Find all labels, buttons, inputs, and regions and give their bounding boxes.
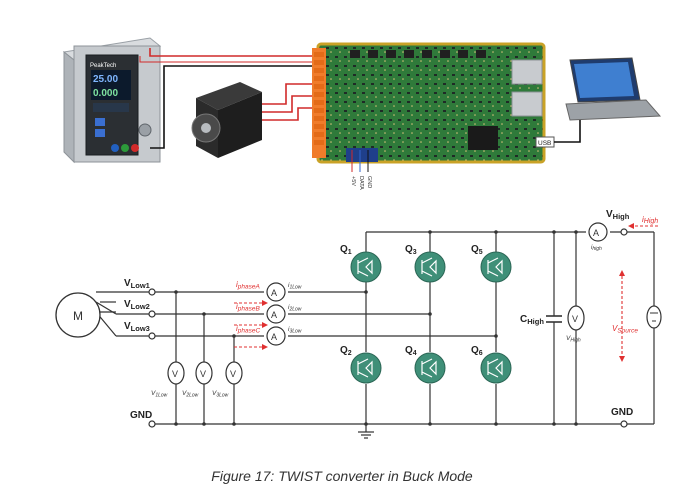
transistor-q4-icon	[414, 352, 446, 384]
ammeter-a-symbol: A	[271, 288, 277, 298]
voltmeter-v2-symbol: V	[200, 369, 206, 379]
motor-photo	[191, 82, 262, 158]
label-v3-low: V3Low	[212, 390, 229, 399]
ammeter-phase-b-icon	[266, 304, 286, 324]
motor-icon	[55, 292, 101, 338]
label-i2-low: i2Low	[288, 304, 302, 313]
psu-button-icon	[95, 129, 105, 137]
figure-caption: Figure 17: TWIST converter in Buck Mode	[211, 468, 473, 484]
psu-current-readout: 0.000	[93, 88, 118, 99]
schematic-wires	[95, 231, 655, 432]
current-arrows	[234, 225, 658, 356]
transistor-q6-icon	[480, 352, 512, 384]
label-q4: Q4	[405, 345, 417, 357]
label-v-high: VHigh	[606, 209, 630, 221]
voltmeter-v1-icon	[167, 361, 185, 385]
label-c-high: CHigh	[520, 314, 544, 326]
label-vlow2: VLow2	[124, 299, 150, 311]
power-supply: PeakTech 25.00 0.000	[62, 37, 162, 164]
label-vlow1: VLow1	[124, 278, 150, 290]
voltmeter-v3-symbol: V	[230, 369, 236, 379]
label-v1-low: V1Low	[151, 390, 168, 399]
psu-terminal-green-icon	[121, 144, 129, 152]
label-i-high-red: iHigh	[642, 215, 658, 225]
label-v2-low: V2Low	[182, 390, 199, 399]
label-q1: Q1	[340, 244, 352, 256]
transistor-q1-icon	[350, 251, 382, 283]
motor-label: M	[73, 309, 83, 323]
capacitor-icon	[546, 315, 562, 323]
ammeter-phase-a-icon	[266, 282, 286, 302]
ammeter-phase-c-icon	[266, 326, 286, 346]
ammeter-b-symbol: A	[271, 310, 277, 320]
ammeter-high-symbol: A	[593, 228, 599, 238]
psu-knob-icon	[138, 123, 152, 137]
label-i-phase-a: iphaseA	[236, 280, 260, 291]
label-i-high: ihigh	[591, 245, 602, 252]
psu-brand: PeakTech	[90, 63, 116, 69]
arrow-heads	[262, 223, 634, 362]
label-q3: Q3	[405, 244, 417, 256]
voltage-source-icon	[646, 305, 662, 329]
pin-label-gnd: GND	[366, 176, 372, 188]
pin-label-data: DATA	[358, 176, 364, 190]
ammeter-c-symbol: A	[271, 332, 277, 342]
junction-dots	[174, 230, 578, 426]
psu-terminal-red-icon	[131, 144, 139, 152]
ground-symbol-icon	[358, 431, 374, 439]
twist-board-photo: USB	[312, 42, 555, 164]
terminal-icons	[148, 228, 628, 428]
voltmeter-v2-icon	[195, 361, 213, 385]
label-gnd-left: GND	[130, 410, 152, 421]
ammeter-high-icon	[588, 222, 608, 242]
label-q5: Q5	[471, 244, 483, 256]
photo-wires	[139, 48, 581, 172]
usb-label: USB	[538, 140, 551, 147]
transistor-q3-icon	[414, 251, 446, 283]
label-i3-low: i3Low	[288, 326, 302, 335]
transistor-q2-icon	[350, 352, 382, 384]
psu-terminal-blue-icon	[111, 144, 119, 152]
label-gnd-right: GND	[611, 407, 633, 418]
label-q2: Q2	[340, 345, 352, 357]
voltmeter-high-symbol: V	[572, 314, 578, 324]
laptop-photo	[565, 57, 662, 121]
label-i1-low: i1Low	[288, 282, 302, 291]
label-i-phase-c: iphaseC	[236, 324, 260, 335]
label-v-high-meter: VHigh	[566, 335, 581, 344]
voltmeter-v3-icon	[225, 361, 243, 385]
label-i-phase-b: iphaseB	[236, 302, 260, 313]
voltmeter-high-icon	[567, 305, 585, 331]
psu-button-icon	[95, 118, 105, 126]
voltmeter-v1-symbol: V	[172, 369, 178, 379]
psu-voltage-readout: 25.00	[93, 74, 118, 85]
pin-label-5v: +5V	[350, 176, 356, 186]
transistor-q5-icon	[480, 251, 512, 283]
label-q6: Q6	[471, 345, 483, 357]
label-vlow3: VLow3	[124, 321, 150, 333]
label-v-source: VSource	[612, 324, 638, 335]
